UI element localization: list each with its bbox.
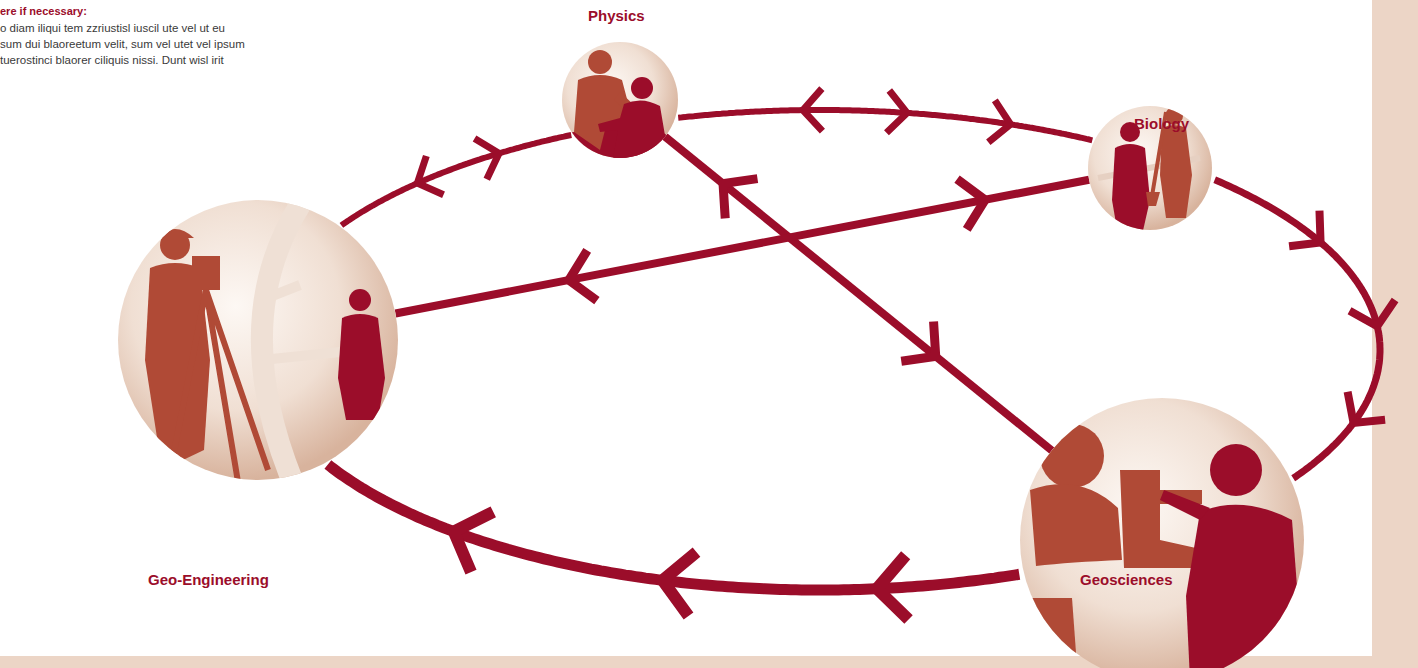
cycle-connector [678,89,1092,143]
note-text: sum dui blaoreetum velit, sum vel utet v… [0,36,245,52]
connector-line [665,137,1052,451]
chevron-arrowhead [569,250,597,300]
cycle-connector [328,465,1019,620]
chevron-arrowhead [1348,392,1386,423]
note-heading: ere if necessary: [0,3,87,19]
physics-figures [560,50,690,175]
discipline-circle: Biology [1088,106,1212,230]
connector-line [678,110,1092,140]
discipline-label: Biology [1134,115,1189,133]
chevron-arrowhead [417,156,443,195]
chevron-arrowhead [877,555,909,619]
chevron-arrowhead [1350,300,1396,326]
discipline-label: Geo-Engineering [148,571,269,589]
cross-connector [396,179,1090,313]
chevron-arrowhead [1289,211,1320,247]
chevron-arrowhead [663,552,697,616]
chevron-arrowhead [988,100,1010,142]
chevron-arrowhead [803,89,822,131]
cycle-connector [341,135,571,225]
discipline-circle: Geosciences [1020,398,1304,668]
biology-figures [1098,107,1200,235]
discipline-circle: Geo-Engineering [118,200,398,480]
geosciences-figures [1020,424,1304,668]
chevron-arrowhead [454,512,493,572]
circle-outline [1020,398,1304,668]
discipline-label: Geosciences [1080,571,1173,589]
note-text: o diam iliqui tem zzriustisl iuscil ute … [0,20,225,36]
discipline-circle: Physics [562,42,678,158]
cross-connector [665,137,1052,451]
connector-line [396,180,1090,314]
chevron-arrowhead [886,90,907,132]
chevron-arrowhead [957,179,985,229]
note-text: tuerostinci blaorer ciliquis nissi. Dunt… [0,52,224,68]
geo-engineering-figures [145,205,385,482]
chevron-arrowhead [723,179,757,219]
chevron-arrowhead [475,139,499,180]
connector-line [341,135,571,225]
circle-outline [562,42,678,158]
chevron-arrowhead [901,322,935,362]
discipline-label: Physics [588,7,645,25]
circle-outline [118,200,398,480]
